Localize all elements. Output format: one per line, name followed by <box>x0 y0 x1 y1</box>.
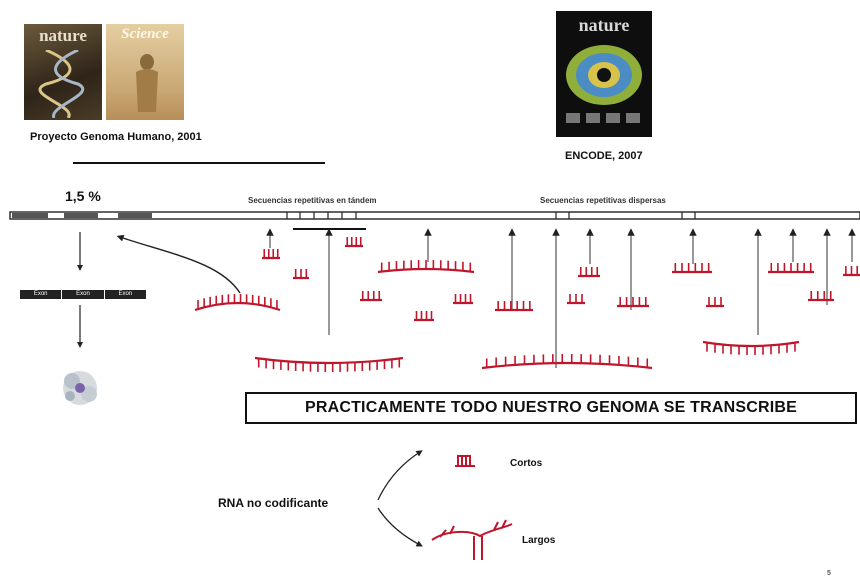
protein-structure-icon <box>63 371 97 405</box>
rna-transcripts <box>195 237 860 372</box>
rna-transcript <box>262 249 280 258</box>
rna-transcript <box>360 291 382 300</box>
transcription-arrows <box>270 232 852 368</box>
arrow-to-long <box>378 508 420 545</box>
rna-transcript <box>617 297 649 306</box>
rna-transcript <box>195 294 280 310</box>
rna-transcript <box>345 237 363 246</box>
curved-arrow <box>120 237 240 293</box>
short-label: Cortos <box>510 458 542 469</box>
ncrna-label: RNA no codificante <box>218 496 328 510</box>
arrow-to-short <box>378 452 420 500</box>
rna-transcript <box>808 291 834 300</box>
rna-transcript <box>706 297 724 306</box>
exon-row: Exon Exon Exon <box>20 288 146 301</box>
long-rna-icon <box>432 520 512 560</box>
long-label: Largos <box>522 535 555 546</box>
rna-transcript <box>453 294 473 303</box>
rna-transcript <box>482 354 652 368</box>
rna-transcript <box>768 263 814 272</box>
rna-transcript <box>672 263 712 272</box>
exon-label: Exon <box>104 288 146 301</box>
rna-transcript <box>414 311 434 320</box>
rna-transcript <box>843 266 860 275</box>
rna-transcript <box>703 342 799 355</box>
exon-label: Exon <box>20 288 61 301</box>
rna-transcript <box>567 294 585 303</box>
transcription-statement-box: PRACTICAMENTE TODO NUESTRO GENOMA SE TRA… <box>245 392 857 424</box>
slide-number: 5 <box>827 570 831 577</box>
rna-transcript <box>578 267 600 276</box>
rna-transcript <box>255 358 403 372</box>
short-rna-icon <box>455 456 475 466</box>
rna-transcript <box>378 260 474 272</box>
exon-label: Exon <box>61 288 103 301</box>
rna-transcript <box>495 301 533 310</box>
genome-bar <box>10 212 860 219</box>
rna-transcript <box>293 269 309 278</box>
